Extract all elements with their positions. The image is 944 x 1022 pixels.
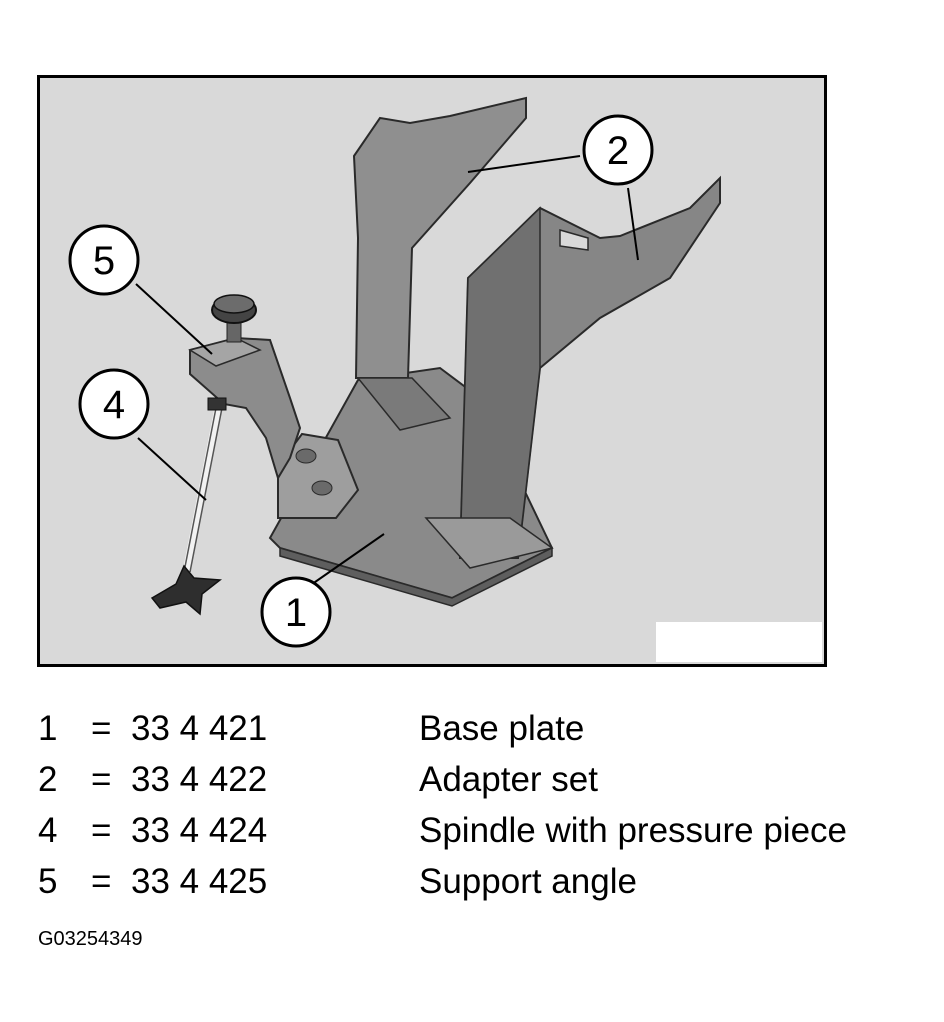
callout-4-number: 4 — [103, 383, 125, 427]
legend-description: Spindle with pressure piece — [419, 811, 848, 850]
legend-part-number: 33 4 425 — [131, 862, 268, 901]
tool-illustration: 1 2 4 5 — [37, 75, 827, 667]
legend-equals: = — [91, 862, 112, 901]
image-mask-patch — [656, 622, 822, 662]
legend-row: 5 = 33 4 425 Support angle — [38, 859, 938, 910]
callout-5: 5 — [68, 224, 140, 296]
rear-adapter-shape — [352, 96, 527, 379]
callout-1-number: 1 — [285, 591, 307, 635]
callout-4: 4 — [78, 368, 150, 440]
callout-5-number: 5 — [93, 239, 115, 283]
legend-description: Adapter set — [419, 760, 598, 799]
legend-part-number: 33 4 424 — [131, 811, 268, 850]
callout-1: 1 — [260, 576, 332, 648]
callout-2: 2 — [582, 114, 654, 186]
figure-code: G03254349 — [38, 928, 143, 950]
legend-equals: = — [91, 760, 112, 799]
star-knob-shape — [150, 564, 222, 616]
legend-part-number: 33 4 422 — [131, 760, 268, 799]
legend-part-number: 33 4 421 — [131, 709, 268, 748]
legend-equals: = — [91, 709, 112, 748]
legend-number: 1 — [38, 709, 58, 748]
tool-drawing: 1 2 4 5 — [68, 96, 721, 648]
legend-description: Base plate — [419, 709, 585, 748]
legend-equals: = — [91, 811, 112, 850]
callout-2-number: 2 — [607, 129, 629, 173]
legend-number: 5 — [38, 862, 58, 901]
legend-number: 2 — [38, 760, 58, 799]
legend-description: Support angle — [419, 862, 637, 901]
legend-row: 2 = 33 4 422 Adapter set — [38, 757, 938, 808]
legend-row: 4 = 33 4 424 Spindle with pressure piece — [38, 808, 938, 859]
legend-row: 1 = 33 4 421 Base plate — [38, 706, 938, 757]
parts-legend: 1 = 33 4 421 Base plate 2 = 33 4 422 Ada… — [38, 706, 938, 910]
legend-number: 4 — [38, 811, 58, 850]
